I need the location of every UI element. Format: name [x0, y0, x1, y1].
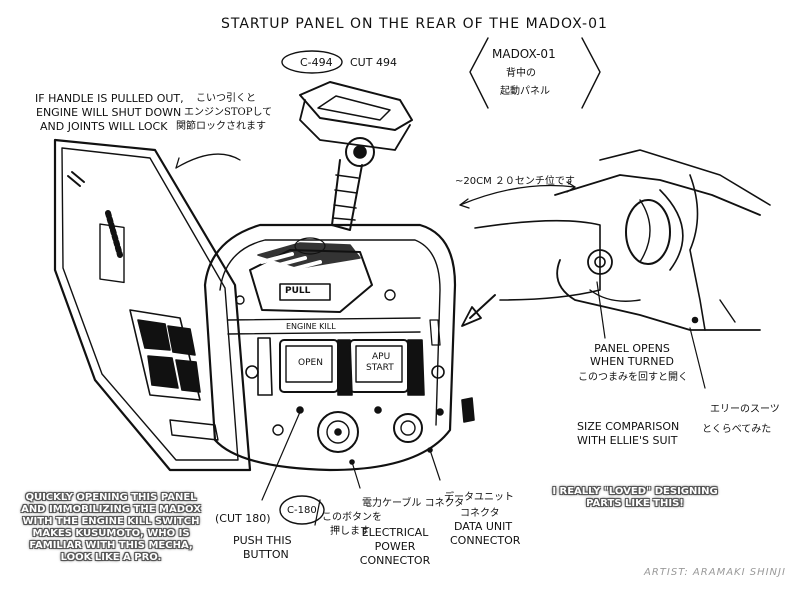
apu-button-label-1: APU — [372, 352, 391, 362]
handle-arrow — [175, 153, 241, 169]
left-caption-line-3: WITH THE ENGINE KILL SWITCH — [22, 516, 200, 527]
handle-note-jp-3: 関節ロックされます — [176, 121, 266, 132]
size-comparison-line-1: SIZE COMPARISON — [577, 420, 680, 433]
left-caption-line-4: MAKES KUSUMOTO, WHO IS — [32, 528, 190, 539]
madox-box-jp-1: 背中の — [506, 68, 536, 79]
artist-credit: ARTIST: ARAMAKI SHINJI — [644, 567, 786, 578]
data-unit-line-2: CONNECTOR — [450, 534, 521, 547]
left-caption-line-5: FAMILIAR WITH THIS MECHA, — [29, 540, 193, 551]
left-caption-line-6: LOOK LIKE A PRO. — [60, 552, 162, 563]
panel-opens-jp: このつまみを回すと開く — [578, 372, 688, 383]
right-caption-line-1: I REALLY "LOVED" DESIGNING — [552, 486, 718, 497]
handle-note-line-1: IF HANDLE IS PULLED OUT, — [35, 92, 184, 105]
data-unit-jp-2: コネクタ — [460, 508, 500, 519]
pull-handle-drawing — [299, 81, 413, 231]
data-unit-line-1: DATA UNIT — [454, 520, 513, 533]
handle-note-jp-1: こいつ引くと — [196, 93, 256, 104]
panel-opens-line-1: PANEL OPENS — [594, 342, 670, 355]
panel-opens-pointer — [596, 281, 606, 339]
right-caption-line-2: PARTS LIKE THIS! — [586, 498, 684, 509]
left-caption-line-2: AND IMMOBILIZING THE MADOX — [21, 504, 201, 515]
push-button-jp-2: 押します — [330, 526, 370, 537]
panel-opens-line-2: WHEN TURNED — [590, 355, 674, 368]
size-note: ~20CM ２０センチ位です — [455, 176, 575, 187]
handle-note-line-3: AND JOINTS WILL LOCK — [40, 120, 168, 133]
electrical-line-1: ELECTRICAL — [361, 526, 429, 539]
electrical-line-3: CONNECTOR — [359, 554, 431, 567]
size-comparison-line-2: WITH ELLIE'S SUIT — [577, 434, 678, 447]
data-unit-pointer — [429, 449, 441, 481]
madox-box-jp-2: 起動パネル — [500, 86, 550, 97]
cut-180-badge: C-180 — [287, 505, 317, 516]
cut-180-label: (CUT 180) — [215, 512, 271, 525]
size-arrow — [459, 184, 576, 206]
electrical-line-2: POWER — [374, 540, 416, 553]
electrical-jp: 電力ケーブル コネクタ — [362, 498, 465, 509]
push-button-line-2: BUTTON — [243, 548, 289, 561]
push-button-pointer — [261, 411, 301, 501]
panel-arrow — [469, 294, 496, 319]
size-comparison-jp-2: とくらべてみた — [702, 424, 772, 435]
size-comparison-pointer — [689, 327, 706, 389]
madox-note-bracket — [469, 37, 489, 109]
page-title: STARTUP PANEL ON THE REAR OF THE MADOX-0… — [221, 16, 608, 32]
left-caption-line-1: QUICKLY OPENING THIS PANEL — [25, 492, 197, 503]
size-comparison-jp-1: エリーのスーツ — [710, 404, 780, 415]
madox-back-drawing — [474, 149, 771, 331]
startup-panel-drawing — [203, 223, 475, 472]
push-button-line-1: PUSH THIS — [233, 534, 292, 547]
electrical-pointer — [351, 461, 361, 489]
pull-plate-label: PULL — [285, 286, 311, 296]
cut-494-label: CUT 494 — [350, 56, 397, 69]
push-button-jp-1: このボタンを — [322, 512, 382, 523]
engine-kill-label: ENGINE KILL — [286, 322, 336, 331]
apu-button-label-2: START — [366, 363, 394, 373]
door-panel-drawing — [53, 138, 252, 472]
open-button-label: OPEN — [298, 358, 323, 368]
data-unit-jp-1: データユニット — [444, 492, 514, 503]
cut-494-badge: C-494 — [300, 56, 333, 69]
cut-180-badge-outline — [279, 495, 325, 525]
handle-note-line-2: ENGINE WILL SHUT DOWN — [36, 106, 182, 119]
cut-494-badge-outline — [281, 50, 343, 74]
madox-box-title: MADOX-01 — [492, 47, 556, 61]
handle-note-jp-2: エンジンSTOPして — [184, 107, 273, 118]
